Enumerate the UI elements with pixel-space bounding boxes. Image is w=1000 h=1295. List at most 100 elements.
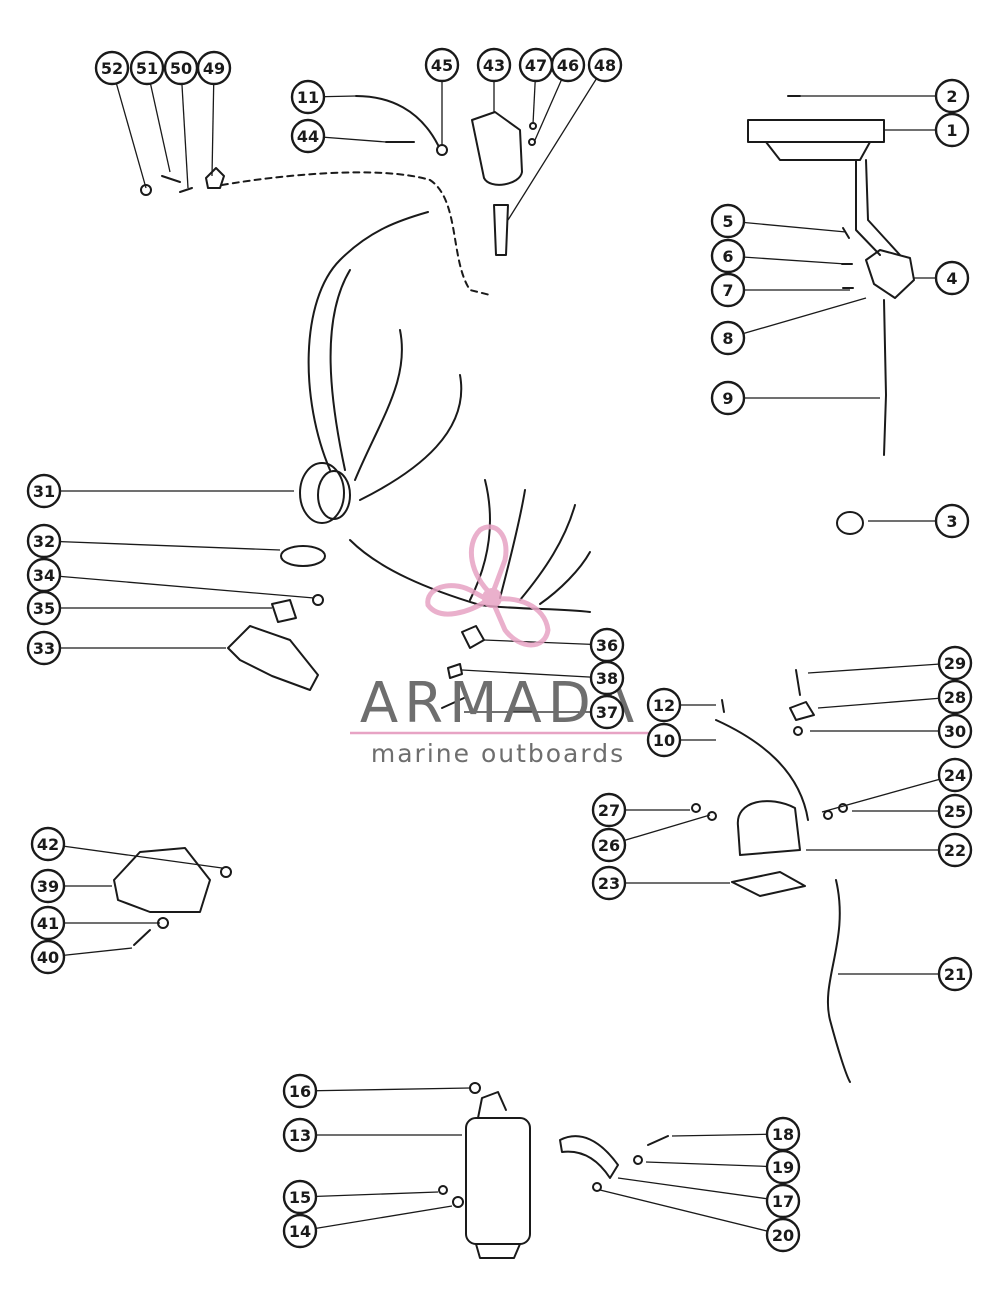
- callout-11: 11: [290, 79, 326, 115]
- callout-number-24: 24: [944, 766, 966, 785]
- callout-25: 25: [937, 793, 973, 829]
- leader-34: [43, 574, 315, 599]
- o-ring-32: [280, 545, 326, 567]
- callout-number-52: 52: [101, 59, 123, 78]
- washer-26: [707, 811, 717, 821]
- callout-number-21: 21: [944, 965, 966, 984]
- nut-14: [452, 1196, 464, 1208]
- harness-connector-rim: [317, 470, 351, 520]
- callout-44: 44: [290, 118, 326, 154]
- leader-17: [617, 1177, 784, 1202]
- clamp-36: [461, 625, 485, 649]
- callout-46: 46: [550, 47, 586, 83]
- leader-24: [821, 774, 956, 813]
- callout-30: 30: [937, 713, 973, 749]
- harness-cable-inner: [329, 269, 351, 471]
- nut-27: [691, 803, 701, 813]
- nut-42: [220, 866, 232, 878]
- callout-number-1: 1: [946, 121, 957, 140]
- leader-36: [483, 639, 608, 646]
- callout-1: 1: [934, 112, 970, 148]
- callout-number-9: 9: [722, 389, 733, 408]
- leader-20: [599, 1189, 784, 1236]
- callout-5: 5: [710, 203, 746, 239]
- washer-15: [438, 1185, 448, 1195]
- callout-number-17: 17: [772, 1192, 794, 1211]
- screw-40: [133, 929, 151, 946]
- harness-branch-a: [354, 329, 403, 481]
- nut-20: [592, 1182, 602, 1192]
- callout-23: 23: [591, 865, 627, 901]
- leader-48: [507, 64, 606, 221]
- callout-20: 20: [765, 1217, 801, 1253]
- washer-24: [823, 810, 833, 820]
- callout-number-8: 8: [722, 329, 733, 348]
- leader-49: [211, 67, 215, 177]
- callout-17: 17: [765, 1183, 801, 1219]
- leader-50: [180, 67, 189, 189]
- callout-2: 2: [934, 78, 970, 114]
- harness-cable-upper: [307, 211, 429, 471]
- plug-3: [836, 511, 864, 535]
- switch-box-1: [747, 119, 885, 143]
- callout-number-31: 31: [33, 482, 55, 501]
- leader-5: [727, 220, 847, 233]
- nut-25: [838, 803, 848, 813]
- washer-38: [447, 663, 463, 679]
- callout-27: 27: [591, 792, 627, 828]
- callout-29: 29: [937, 645, 973, 681]
- bracket-33: [227, 625, 319, 691]
- callout-number-47: 47: [525, 56, 547, 75]
- callout-38: 38: [589, 660, 625, 696]
- callout-7: 7: [710, 272, 746, 308]
- callout-number-33: 33: [33, 639, 55, 658]
- callout-15: 15: [282, 1179, 318, 1215]
- callout-number-32: 32: [33, 532, 55, 551]
- callout-45: 45: [424, 47, 460, 83]
- propeller-logo: [425, 524, 551, 648]
- callout-number-36: 36: [596, 636, 618, 655]
- screw-51: [161, 175, 181, 183]
- terminal-49: [205, 167, 225, 189]
- watermark-tagline: marine outboards: [371, 739, 625, 768]
- callout-number-51: 51: [136, 59, 158, 78]
- leader-14: [299, 1205, 453, 1232]
- callout-number-27: 27: [598, 801, 620, 820]
- boot-48: [493, 204, 509, 256]
- leader-42: [47, 843, 223, 869]
- callout-number-45: 45: [431, 56, 453, 75]
- cable-21: [826, 879, 851, 1083]
- callout-number-42: 42: [37, 835, 59, 854]
- callout-31: 31: [26, 473, 62, 509]
- switch-lead-b: [865, 159, 901, 256]
- screw-37: [441, 697, 465, 709]
- harness-lead-3: [519, 504, 576, 601]
- callout-35: 35: [26, 590, 62, 626]
- callout-number-18: 18: [772, 1125, 794, 1144]
- starter-bottom: [475, 1243, 521, 1259]
- callout-21: 21: [937, 956, 973, 992]
- callout-number-49: 49: [203, 59, 225, 78]
- switch-lead-a: [855, 159, 881, 256]
- callout-8: 8: [710, 320, 746, 356]
- callout-10: 10: [646, 722, 682, 758]
- watermark-brand: ARMADA: [360, 671, 640, 736]
- callout-number-35: 35: [33, 599, 55, 618]
- callout-number-46: 46: [557, 56, 579, 75]
- callout-40: 40: [30, 939, 66, 975]
- callout-51: 51: [129, 50, 165, 86]
- nut-45: [436, 144, 448, 156]
- washer-30: [793, 726, 803, 736]
- callout-number-34: 34: [33, 566, 55, 585]
- callout-number-13: 13: [289, 1126, 311, 1145]
- strap-17: [559, 1135, 619, 1179]
- starter-motor-13: [465, 1117, 531, 1245]
- callout-number-41: 41: [37, 914, 59, 933]
- callout-number-25: 25: [944, 802, 966, 821]
- callout-34: 34: [26, 557, 62, 593]
- callout-number-26: 26: [598, 836, 620, 855]
- cable-10: [715, 719, 809, 821]
- callout-33: 33: [26, 630, 62, 666]
